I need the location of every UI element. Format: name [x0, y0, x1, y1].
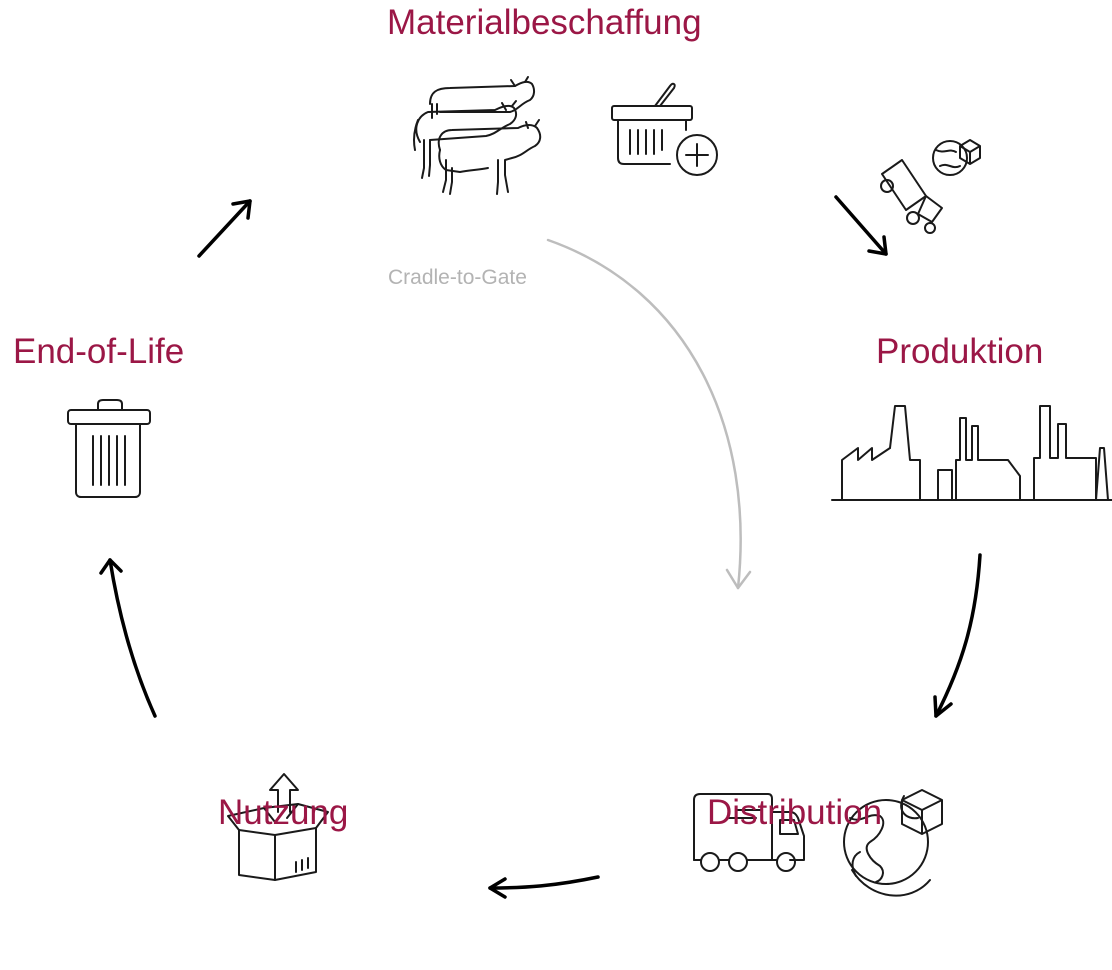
globe-package-icon	[843, 789, 943, 897]
stage-title-production: Produktion	[876, 332, 1044, 371]
cycle-arrows	[99, 195, 982, 899]
open-box-icon	[227, 773, 329, 881]
stage-title-use: Nutzung	[218, 793, 349, 832]
arrow-end-of-life-to-material	[197, 199, 252, 258]
delivery-truck-icon	[693, 793, 805, 872]
factory-skyline-icon	[831, 405, 1112, 501]
trash-bin-icon	[67, 399, 151, 498]
stage-title-distribution: Distribution	[707, 793, 883, 832]
cradle-to-gate-label: Cradle-to-Gate	[388, 266, 527, 289]
stage-title-material: Materialbeschaffung	[387, 3, 702, 42]
stage-title-end-of-life: End-of-Life	[13, 332, 185, 371]
cradle-to-gate-arc	[546, 238, 752, 590]
cattle-icon	[413, 76, 542, 195]
arrow-distribution-to-use	[488, 875, 600, 899]
arrow-material-to-production	[834, 195, 888, 256]
arrow-production-to-distribution	[933, 553, 982, 718]
truck-globe-icon	[880, 139, 981, 234]
arrow-use-to-end-of-life	[99, 558, 157, 718]
shopping-basket-add-icon	[611, 82, 718, 176]
